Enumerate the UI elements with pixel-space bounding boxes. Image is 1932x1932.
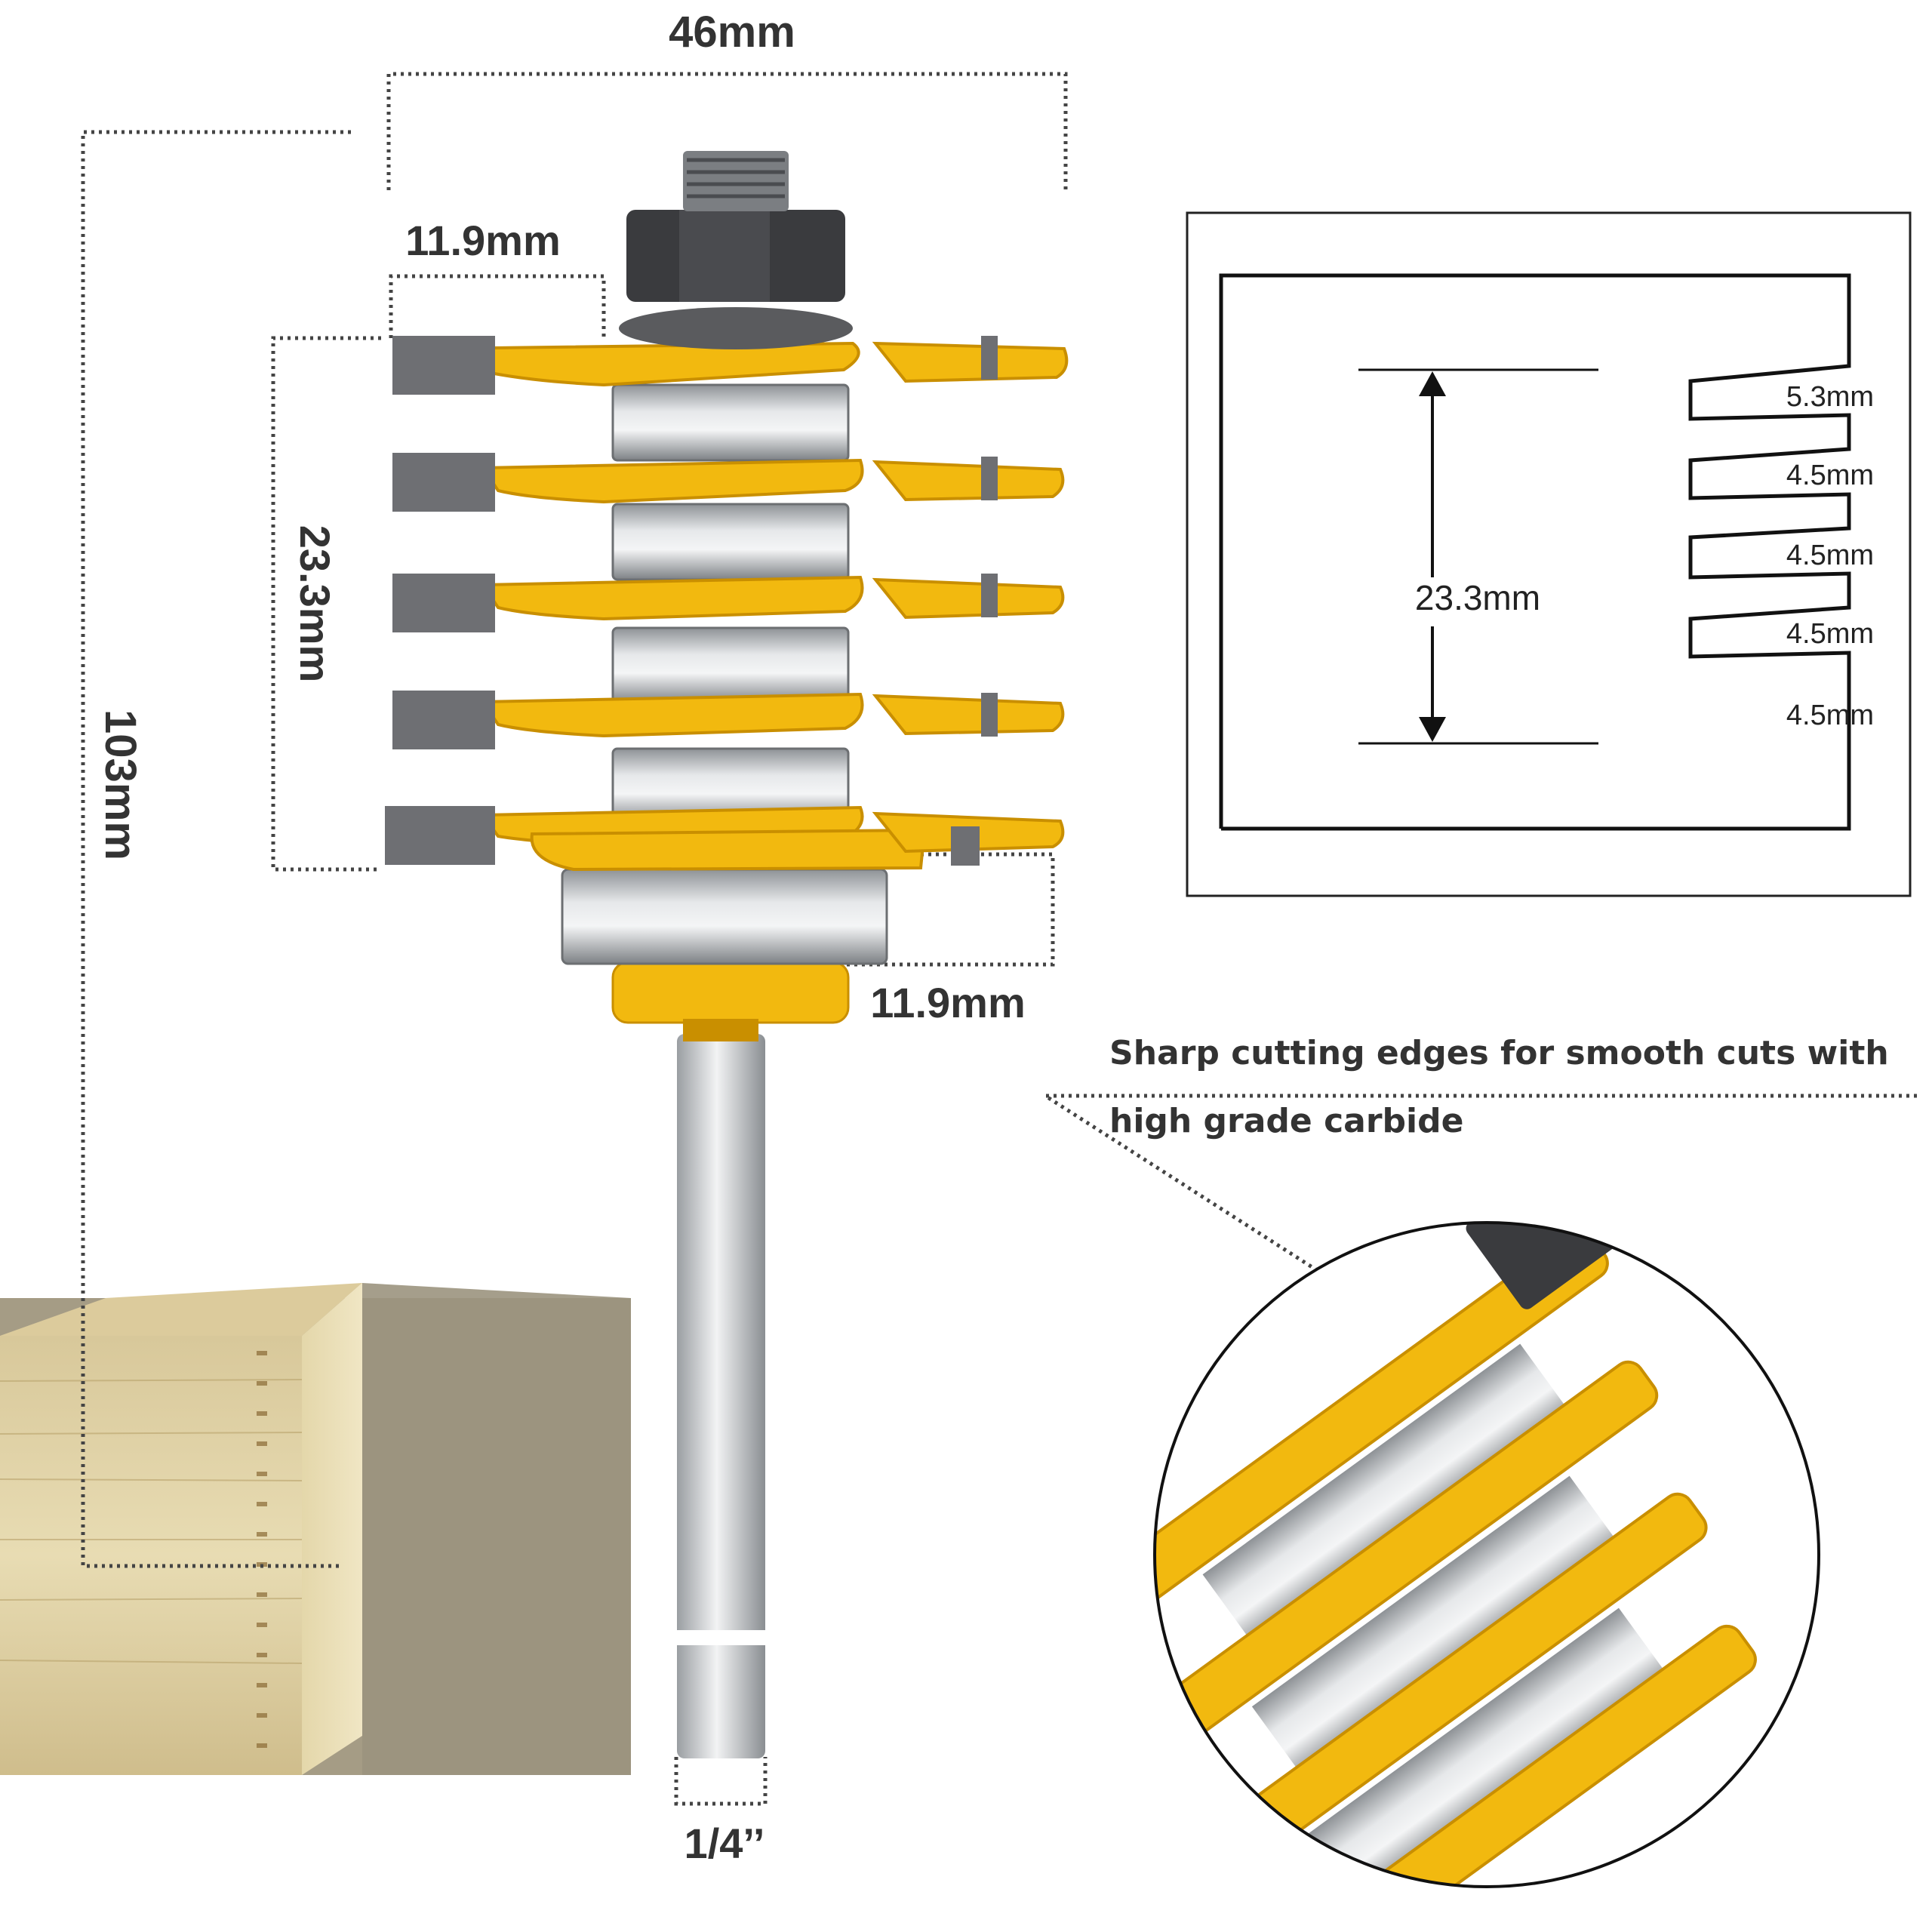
profile-outline xyxy=(1219,273,1851,831)
arrow-down xyxy=(1419,717,1446,742)
cutter-level-1 xyxy=(392,336,1069,462)
arrow-up xyxy=(1419,371,1446,396)
cutter-level-5 xyxy=(385,805,1065,872)
finger-label-4: 4.5mm xyxy=(1786,618,1874,650)
cutter-level-3 xyxy=(392,574,1065,705)
shank-bracket xyxy=(674,1757,768,1806)
profile-diagram xyxy=(1186,211,1912,897)
cutter-level-4 xyxy=(392,691,1065,826)
profile-frame xyxy=(1186,211,1912,897)
finger-label-5: 4.5mm xyxy=(1786,700,1874,731)
profile-height-label: 23.3mm xyxy=(1415,578,1540,617)
finger-label-1: 5.3mm xyxy=(1786,381,1874,413)
shank-upper xyxy=(677,1034,765,1638)
zoom-detail xyxy=(1153,1221,1820,1888)
shank-label: 1/4’’ xyxy=(685,1820,765,1867)
finger-label-2: 4.5mm xyxy=(1786,460,1874,491)
overall-length-label: 103mm xyxy=(96,709,145,860)
cutter-level-2 xyxy=(392,453,1065,581)
tooth-height-label-top: 11.9mm xyxy=(405,217,561,264)
washer xyxy=(619,307,853,349)
router-bit xyxy=(385,151,1069,1758)
callout-line-2: high grade carbide xyxy=(1109,1102,1463,1140)
width-label: 46mm xyxy=(669,8,795,57)
finger-label-3: 4.5mm xyxy=(1786,540,1874,571)
stack-height-bracket xyxy=(271,336,381,872)
collar xyxy=(611,961,850,1024)
tooth-height-bracket-top xyxy=(389,274,606,338)
callout-line-1: Sharp cutting edges for smooth cuts with xyxy=(1109,1034,1889,1072)
wood-box-photo xyxy=(0,1283,631,1775)
width-bracket xyxy=(386,72,1068,190)
bottom-bearing xyxy=(561,868,888,965)
dimension-lines xyxy=(81,72,1917,1806)
tooth-depth-label-bottom: 11.9mm xyxy=(870,979,1026,1026)
stack-height-label: 23.3mm xyxy=(291,525,339,683)
shank-lower xyxy=(677,1632,765,1758)
